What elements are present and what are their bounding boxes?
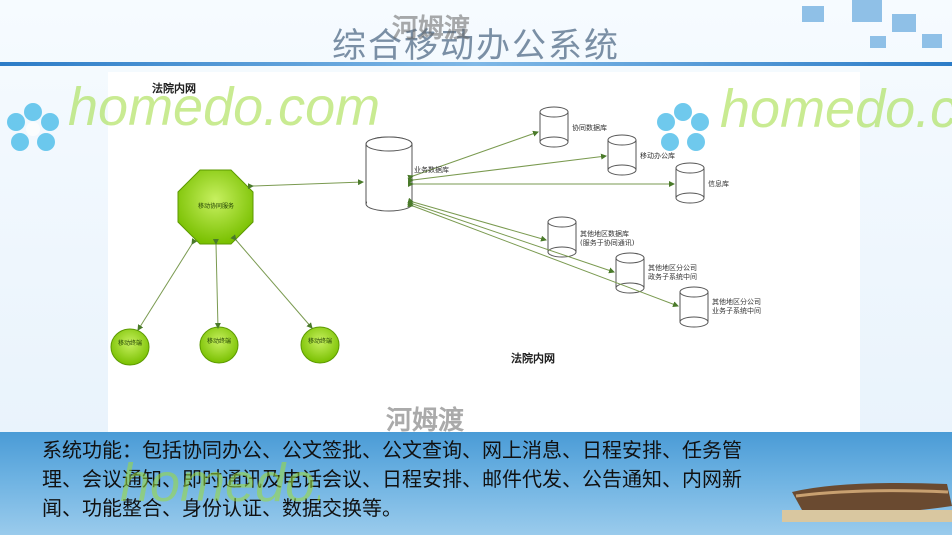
client-node xyxy=(300,326,340,364)
hub-label: 移动协同服务 xyxy=(197,203,234,210)
db-label: 其他地区分公司 政务子系统中间 xyxy=(648,264,697,281)
connector-line xyxy=(407,201,679,308)
architecture-diagram: 法院内网 法院内网 移动协同服务 业务数据库 移动终端 移动终端 移动终端 协同… xyxy=(108,72,860,432)
client-label: 移动终端 xyxy=(206,338,231,345)
connector-line xyxy=(407,197,547,242)
top-network-label: 法院内网 xyxy=(152,82,196,95)
connector-line xyxy=(212,238,221,329)
connector-line xyxy=(137,238,198,331)
db-cylinder xyxy=(615,252,645,294)
connector-line xyxy=(247,179,364,190)
db-label: 其他地区数据库 (服务于协同通讯) xyxy=(580,230,635,247)
diagram-canvas xyxy=(110,106,709,366)
db-cylinder xyxy=(539,106,569,148)
decorative-squares xyxy=(762,0,952,60)
client-node xyxy=(110,328,150,366)
flower-logo-icon xyxy=(657,103,709,151)
boat-image xyxy=(782,483,952,522)
connector-line xyxy=(407,153,607,184)
watermark-cn: 河姆渡 xyxy=(386,406,465,436)
client-label: 移动终端 xyxy=(117,340,142,347)
center-db-label: 业务数据库 xyxy=(414,166,449,174)
db-label: 其他地区分公司 业务子系统中间 xyxy=(712,298,761,315)
bottom-network-label: 法院内网 xyxy=(511,352,555,365)
db-label: 协同数据库 xyxy=(572,124,607,132)
db-label: 信息库 xyxy=(708,180,729,188)
slide-title: 综合移动办公系统 xyxy=(332,26,620,66)
functions-description: 系统功能：包括协同办公、公文签批、公文查询、网上消息、日程安排、任务管理、会议通… xyxy=(42,438,742,520)
client-label: 移动终端 xyxy=(307,338,332,345)
center-database xyxy=(365,136,413,212)
title-divider xyxy=(0,62,952,66)
db-cylinder xyxy=(607,134,637,176)
db-cylinder xyxy=(675,162,705,204)
watermark-cn: 河姆渡 xyxy=(392,14,471,44)
connector-line xyxy=(230,234,313,329)
db-cylinder xyxy=(679,286,709,328)
db-label: 移动办公库 xyxy=(640,152,675,160)
flower-logo-icon xyxy=(7,103,59,151)
